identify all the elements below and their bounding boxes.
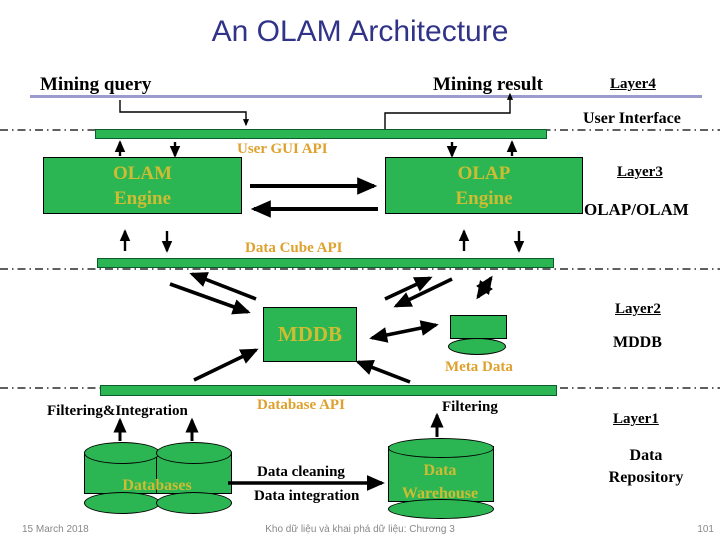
- data-repository-line1: Data: [629, 447, 663, 464]
- olap-engine-line1: OLAP: [457, 162, 511, 184]
- warehouse-cylinder-bottom: [388, 499, 494, 519]
- database-api-label: Database API: [257, 397, 345, 413]
- mddb-box: MDDB: [263, 307, 357, 362]
- footer-course: Kho dữ liệu và khai phá dữ liệu: Chương …: [265, 524, 455, 535]
- meta-data-rect: [450, 315, 507, 339]
- layer1-label: Layer1: [613, 411, 659, 427]
- database-api-bar: [100, 385, 557, 396]
- title-rule: [30, 95, 702, 98]
- footer-date: 15 March 2018: [22, 524, 89, 535]
- olam-engine-line2: Engine: [113, 187, 172, 209]
- meta-data-label: Meta Data: [445, 359, 513, 375]
- data-integration-label: Data integration: [254, 488, 360, 504]
- olam-engine-line1: OLAM: [112, 162, 173, 184]
- data-cube-api-label: Data Cube API: [245, 240, 343, 256]
- mining-result-label: Mining result: [433, 74, 543, 95]
- data-repository-line2: Repository: [608, 469, 684, 486]
- data-cube-api-bar: [97, 258, 554, 268]
- mining-query-label: Mining query: [40, 74, 152, 95]
- footer-page-number: 101: [697, 524, 714, 535]
- slide-title: An OLAM Architecture: [211, 15, 509, 48]
- olap-engine-line2: Engine: [455, 187, 513, 209]
- olap-engine-box: OLAP Engine: [385, 157, 583, 214]
- databases-cylinder-right-bottom: [156, 492, 232, 514]
- warehouse-label-line1: Data: [423, 462, 457, 479]
- databases-cylinder-left-bottom: [84, 492, 160, 514]
- olam-engine-box: OLAM Engine: [43, 157, 242, 214]
- filtering-label: Filtering: [442, 399, 498, 415]
- data-cleaning-label: Data cleaning: [257, 464, 345, 480]
- mddb-right-label: MDDB: [613, 334, 662, 351]
- layer2-label: Layer2: [615, 301, 661, 317]
- user-interface-label: User Interface: [583, 110, 681, 127]
- warehouse-cylinder-top: [388, 438, 494, 458]
- layer3-label: Layer3: [617, 164, 663, 180]
- olap-olam-label: OLAP/OLAM: [584, 200, 689, 219]
- warehouse-label-line2: Warehouse: [401, 485, 479, 502]
- user-gui-api-label: User GUI API: [237, 141, 328, 157]
- layer4-label: Layer4: [610, 76, 656, 92]
- mddb-box-label: MDDB: [277, 322, 343, 346]
- databases-cylinder-right-top: [156, 442, 232, 464]
- user-interface-bar: [95, 129, 547, 139]
- databases-label: Databases: [122, 477, 192, 494]
- databases-cylinder-left-top: [84, 442, 160, 464]
- filtering-integration-label: Filtering&Integration: [47, 403, 188, 419]
- meta-data-ellipse: [448, 338, 506, 355]
